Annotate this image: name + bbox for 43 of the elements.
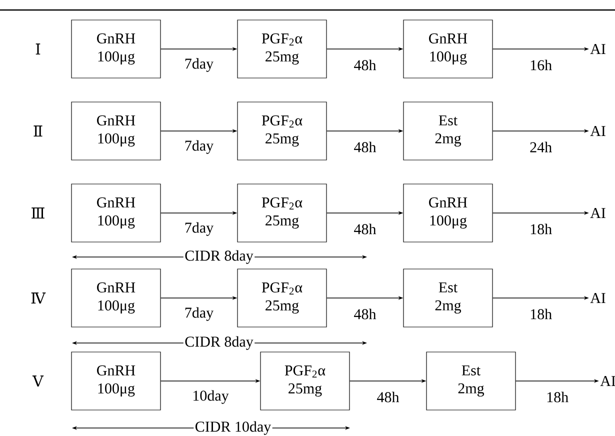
step-box: GnRH 100μg	[403, 184, 493, 242]
step-box: Est 2mg	[403, 268, 493, 328]
outcome-text: AI	[590, 293, 606, 303]
step-box: PGF$_{2}$α 25mg	[260, 352, 350, 410]
step-box: PGF$_{2}$α 25mg	[237, 184, 327, 242]
row-numeral: Ⅰ	[36, 44, 40, 54]
edge-label: 18h	[545, 390, 570, 404]
edge-label: 48h	[352, 308, 378, 320]
step-box: PGF$_{2}$α 25mg	[237, 268, 327, 328]
edge-label: 7day	[183, 139, 215, 155]
step-box: GnRH 100μg	[71, 268, 161, 328]
edge-label: 7day	[183, 306, 215, 322]
duration-text: CIDR 8day	[185, 336, 254, 350]
step-box: PGF$_{2}$α 25mg	[237, 20, 327, 78]
edge-label: 16h	[528, 58, 554, 72]
row-numeral: Ⅴ	[32, 376, 44, 386]
step-box: PGF$_{2}$α 25mg	[237, 102, 327, 160]
edge-label: 48h	[352, 222, 378, 236]
row-numeral: Ⅱ	[34, 126, 42, 136]
edge-label: 10day	[191, 389, 230, 405]
step-box: GnRH 100μg	[71, 352, 161, 410]
step-box: Est 2mg	[403, 102, 493, 160]
edge-label: 48h	[352, 58, 378, 72]
step-box: GnRH 100μg	[71, 102, 161, 160]
edge-label: 18h	[528, 222, 554, 236]
duration-text: CIDR 8day	[185, 250, 254, 264]
row-numeral: Ⅳ	[31, 292, 46, 304]
outcome-text: AI	[590, 208, 606, 218]
step-box: GnRH 100μg	[403, 20, 493, 78]
edge-label: 7day	[183, 57, 215, 73]
outcome-text: AI	[600, 376, 615, 386]
edge-label: 18h	[528, 308, 554, 320]
edge-label: 24h	[528, 140, 554, 154]
step-box: Est 2mg	[426, 352, 516, 410]
step-box: GnRH 100μg	[71, 184, 161, 242]
duration-text: CIDR 10day	[196, 421, 272, 435]
edge-label: 48h	[376, 390, 400, 404]
row-numeral: Ⅲ	[32, 208, 44, 218]
outcome-text: AI	[590, 44, 606, 54]
edge-label: 48h	[352, 140, 378, 154]
step-box: GnRH 100μg	[71, 20, 161, 78]
outcome-text: AI	[590, 126, 606, 136]
edge-label: 7day	[183, 221, 215, 237]
